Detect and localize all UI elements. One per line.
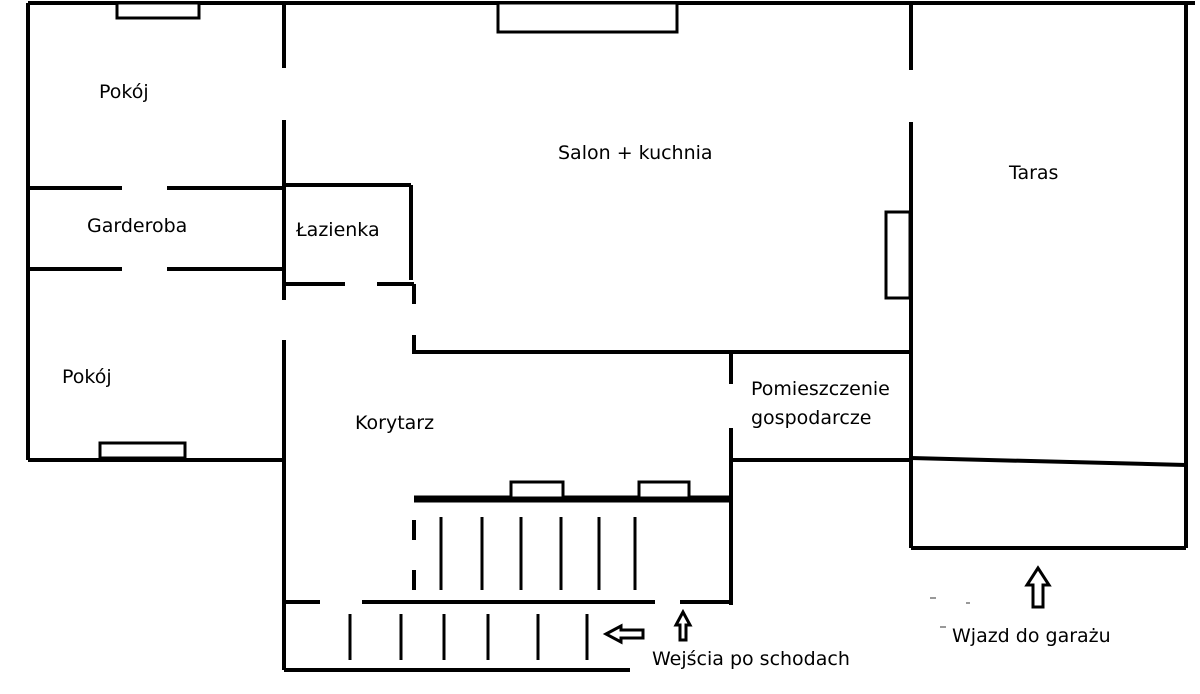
window-room-top — [115, 1, 201, 20]
wall-garage-divider — [910, 456, 1187, 467]
label-terrace: Taras — [1009, 162, 1059, 184]
label-room-bottom: Pokój — [62, 366, 112, 388]
arrow-up-garage-icon — [1024, 565, 1052, 609]
label-room-top: Pokój — [99, 81, 149, 103]
arrow-left-icon — [602, 623, 645, 645]
stairs-lower — [348, 614, 589, 660]
label-living-kitchen: Salon + kuchnia — [558, 142, 713, 164]
label-stairs-entry: Wejścia po schodach — [652, 648, 850, 670]
window-salon-top — [496, 1, 679, 34]
arrow-up-icon — [673, 608, 693, 642]
label-bathroom: Łazienka — [296, 219, 380, 241]
window-corridor-b — [637, 480, 691, 500]
window-salon-terrace — [884, 210, 912, 300]
window-corridor-a — [509, 480, 565, 500]
window-room-bottom — [98, 441, 187, 460]
label-wardrobe: Garderoba — [87, 215, 188, 237]
label-corridor: Korytarz — [355, 412, 435, 434]
label-garage-entry: Wjazd do garażu — [952, 625, 1111, 647]
stairs-upper — [439, 517, 637, 590]
label-utility: Pomieszczenie gospodarcze — [751, 378, 890, 429]
